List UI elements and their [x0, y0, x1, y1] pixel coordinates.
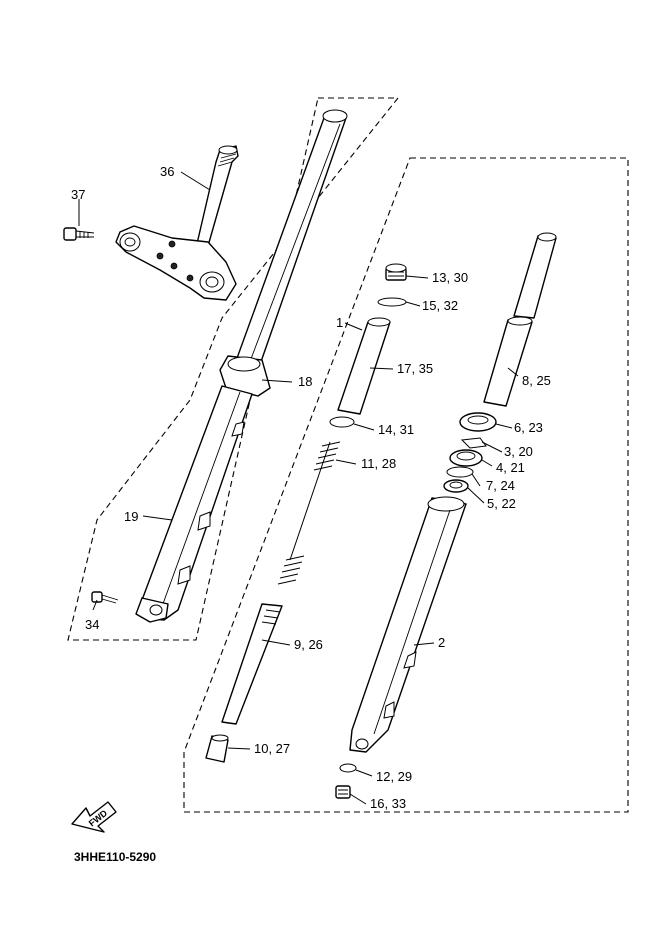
forward-direction-arrow: FWD: [71, 801, 117, 833]
bolt-16: [335, 785, 351, 799]
cap-bolt-13: [385, 263, 407, 281]
callout-12-29: 12, 29: [376, 769, 412, 784]
spacer-17: [337, 317, 391, 415]
circlip-3: [460, 437, 487, 449]
bolt-37: [63, 227, 95, 241]
oil-lock-piece-10: [205, 734, 229, 763]
oil-seal-4: [449, 449, 483, 467]
callout-11-28: 11, 28: [361, 456, 396, 471]
washer-14: [329, 416, 355, 428]
callout-4-21: 4, 21: [496, 460, 525, 475]
callout-14-31: 14, 31: [378, 422, 414, 437]
callout-5-22: 5, 22: [487, 496, 516, 511]
o-ring-15: [377, 297, 407, 307]
leader-lines: [78, 171, 519, 805]
callout-10-27: 10, 27: [254, 741, 290, 756]
callout-3-20: 3, 20: [504, 444, 533, 459]
callout-15-32: 15, 32: [422, 298, 458, 313]
callout-2: 2: [438, 635, 445, 650]
damper-rod-9: [221, 603, 283, 725]
bolt-34: [91, 591, 119, 604]
slide-metal-5: [443, 479, 469, 493]
left-fork-assembly: [135, 109, 348, 623]
callout-34: 34: [85, 617, 99, 632]
left-fork-assembly-outline: [67, 97, 400, 641]
diagram-code: 3HHE110-5290: [74, 850, 156, 864]
callout-17-35: 17, 35: [397, 361, 433, 376]
callout-9-26: 9, 26: [294, 637, 323, 652]
callout-8-25: 8, 25: [522, 373, 551, 388]
fork-spring-11: [277, 441, 341, 585]
inner-tube-8: [483, 232, 557, 407]
callout-6-23: 6, 23: [514, 420, 543, 435]
callout-13-30: 13, 30: [432, 270, 468, 285]
callout-7-24: 7, 24: [486, 478, 515, 493]
callout-18: 18: [298, 374, 312, 389]
callout-19: 19: [124, 509, 138, 524]
outer-tube-2: [349, 496, 467, 753]
gasket-12: [339, 763, 357, 773]
washer-7: [446, 466, 474, 478]
callout-36: 36: [160, 164, 174, 179]
right-fork-assembly-outline: [183, 157, 629, 813]
steering-stem-bracket: [115, 145, 239, 301]
callout-37: 37: [71, 187, 85, 202]
dust-seal-6: [459, 412, 497, 432]
callout-1: 1: [336, 315, 343, 330]
callout-16-33: 16, 33: [370, 796, 406, 811]
